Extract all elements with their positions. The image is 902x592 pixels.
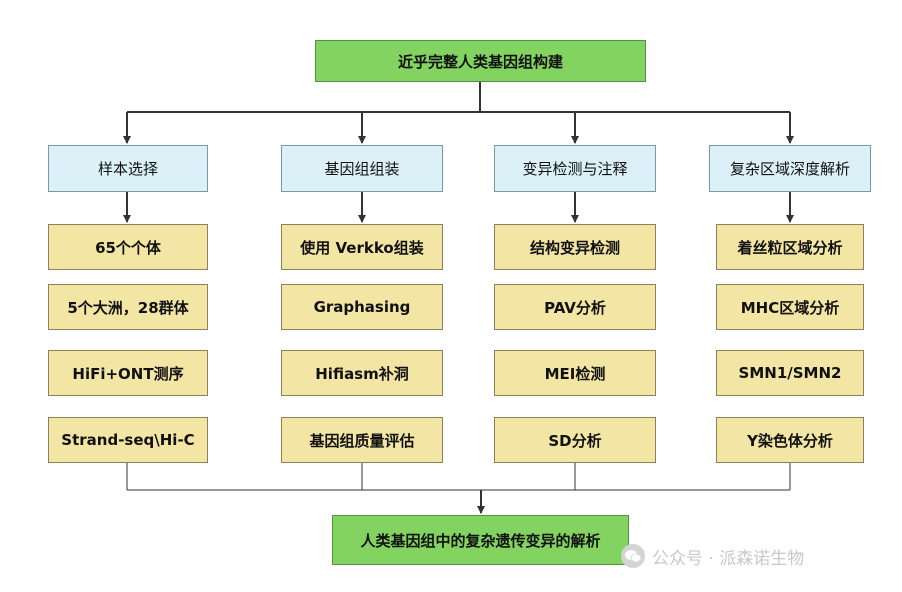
title-box: 近乎完整人类基因组构建 [315,40,646,82]
step-label: 着丝粒区域分析 [737,238,843,257]
watermark-text: 公众号 · 派森诺生物 [652,548,805,569]
step-box: SD分析 [494,417,656,463]
step-box: 结构变异检测 [494,224,656,270]
step-box: MEI检测 [494,350,656,396]
column-header-sample-selection: 样本选择 [48,145,208,192]
step-box: 着丝粒区域分析 [716,224,864,270]
wechat-icon [621,544,645,568]
step-box: 65个个体 [48,224,208,270]
step-label: Y染色体分析 [747,431,833,450]
column-header-variant-detection: 变异检测与注释 [494,145,656,192]
step-label: PAV分析 [544,298,606,317]
step-label: SMN1/SMN2 [738,364,842,382]
step-box: Y染色体分析 [716,417,864,463]
column-header-complex-region: 复杂区域深度解析 [709,145,871,192]
column-header-label: 基因组组装 [324,160,400,178]
result-box: 人类基因组中的复杂遗传变异的解析 [332,515,629,565]
column-header-label: 复杂区域深度解析 [729,160,850,178]
step-label: MHC区域分析 [740,298,840,317]
step-box: HiFi+ONT测序 [48,350,208,396]
step-label: HiFi+ONT测序 [72,364,184,383]
step-label: SD分析 [548,431,602,450]
step-label: 基因组质量评估 [309,431,415,450]
step-label: 5个大洲，28群体 [67,298,189,317]
step-box: Hifiasm补洞 [281,350,443,396]
title-text: 近乎完整人类基因组构建 [397,52,563,71]
step-box: 基因组质量评估 [281,417,443,463]
step-label: Hifiasm补洞 [315,364,409,383]
step-box: PAV分析 [494,284,656,330]
step-label: 结构变异检测 [529,238,620,257]
step-label: 65个个体 [95,238,161,257]
step-label: Strand-seq\Hi-C [61,431,195,449]
step-box: Graphasing [281,284,443,330]
step-label: Graphasing [313,298,411,316]
column-header-label: 样本选择 [97,160,158,178]
result-text: 人类基因组中的复杂遗传变异的解析 [360,531,601,550]
step-box: MHC区域分析 [716,284,864,330]
step-box: Strand-seq\Hi-C [48,417,208,463]
column-header-label: 变异检测与注释 [522,160,628,178]
watermark: 公众号 · 派森诺生物 [620,540,804,572]
step-label: 使用 Verkko组装 [300,238,424,257]
step-label: MEI检测 [544,364,606,383]
step-box: 5个大洲，28群体 [48,284,208,330]
step-box: 使用 Verkko组装 [281,224,443,270]
step-box: SMN1/SMN2 [716,350,864,396]
column-header-genome-assembly: 基因组组装 [281,145,443,192]
